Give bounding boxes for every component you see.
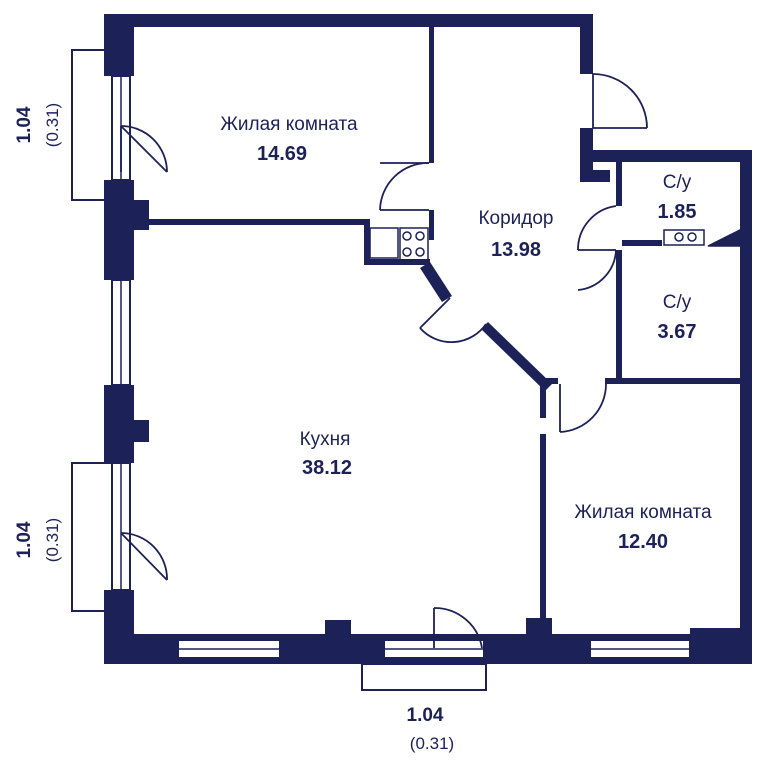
balcony-area-top-left: (0.31) xyxy=(43,103,62,147)
outer-walls xyxy=(104,14,752,664)
room-name-bedroom-1: Жилая комната xyxy=(220,114,358,135)
room-area-bathroom-1: 1.85 xyxy=(658,201,697,223)
room-name-corridor: Коридор xyxy=(478,208,553,229)
doors xyxy=(120,73,648,649)
room-name-bathroom-1: С/у xyxy=(663,172,692,193)
room-name-bathroom-2: С/у xyxy=(663,292,692,313)
room-area-corridor: 13.98 xyxy=(491,239,541,261)
window-lines xyxy=(120,76,690,650)
interior-walls xyxy=(134,27,740,639)
room-area-bedroom-1: 14.69 xyxy=(257,143,307,165)
room-area-kitchen: 38.12 xyxy=(302,457,352,479)
balcony-size-top-left: 1.04 xyxy=(14,106,35,143)
balcony-area-bottom-left: (0.31) xyxy=(43,518,62,562)
room-area-bathroom-2: 3.67 xyxy=(658,321,697,343)
balconies xyxy=(71,49,487,691)
room-name-kitchen: Кухня xyxy=(300,429,351,450)
room-area-bedroom-2: 12.40 xyxy=(618,531,668,553)
balcony-size-bottom: 1.04 xyxy=(407,705,444,726)
balcony-area-bottom: (0.31) xyxy=(410,734,454,753)
balcony-size-bottom-left: 1.04 xyxy=(14,521,35,558)
stove-fixture xyxy=(369,227,429,261)
balcony-labels: 1.04 (0.31) 1.04 (0.31) 1.04 (0.31) xyxy=(14,103,454,753)
room-labels: Жилая комната 14.69 Коридор 13.98 С/у 1.… xyxy=(220,114,712,553)
room-name-bedroom-2: Жилая комната xyxy=(574,502,712,523)
sink-fixture xyxy=(663,228,741,247)
